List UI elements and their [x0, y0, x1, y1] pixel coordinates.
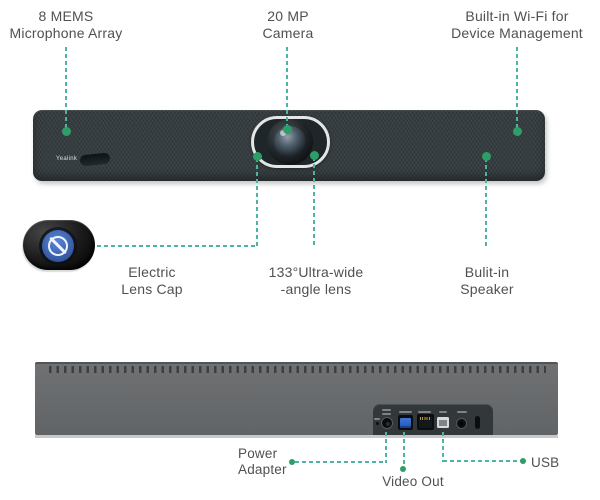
camera-lens-glint	[280, 130, 286, 136]
callout-wide-lens-line2: -angle lens	[280, 280, 352, 297]
video-out-usb-port-inner	[400, 418, 411, 428]
kensington-lock-slot	[475, 416, 480, 429]
dc-power-jack-pin	[385, 421, 390, 426]
callout-lens-cap-label: Electric Lens Cap	[64, 264, 240, 297]
callout-usb-label: USB	[531, 455, 560, 470]
leader-line-power-horizontal	[295, 461, 387, 463]
callout-wifi-line1: Built-in Wi-Fi for	[465, 8, 569, 24]
callout-camera-line1: 20 MP	[267, 8, 309, 24]
callout-wide-lens-line1: 133°Ultra-wide	[268, 264, 364, 280]
callout-wifi-label: Built-in Wi-Fi for Device Management	[427, 8, 600, 41]
usb-a-port-inner	[439, 419, 447, 426]
leader-line-camera	[286, 47, 288, 127]
leader-line-power-vertical	[385, 432, 387, 463]
port-label-mark	[382, 412, 391, 415]
leader-line-lens-cap-horizontal	[97, 245, 257, 247]
leader-line-lens-cap-vertical	[256, 158, 258, 246]
port-label-mark	[418, 410, 431, 413]
leader-line-speaker	[485, 158, 487, 248]
port-label-mark	[374, 418, 380, 420]
brand-logo: Yealink	[56, 156, 78, 162]
callout-speaker-line1: Bulit-in	[464, 264, 510, 280]
endpoint-dot-wifi	[513, 127, 522, 136]
endpoint-dot-mic	[62, 127, 71, 136]
callout-camera-line2: Camera	[262, 24, 314, 41]
callout-speaker-line2: Speaker	[460, 280, 514, 297]
callout-mic-line2: Microphone Array	[9, 24, 123, 41]
callout-lens-cap-line2: Lens Cap	[121, 280, 183, 297]
leader-line-wide-lens	[313, 157, 315, 248]
endpoint-dot-camera	[283, 125, 292, 134]
leader-line-usb-vertical	[442, 432, 444, 462]
callout-power-line2: Adapter	[238, 462, 287, 477]
ethernet-port-pins	[420, 417, 431, 420]
audio-jack-hole	[460, 422, 463, 425]
callout-mic-line1: 8 MEMS	[38, 8, 94, 24]
leader-line-wifi	[516, 47, 518, 129]
endpoint-dot-usb	[520, 458, 526, 464]
callout-power-line1: Power	[238, 446, 278, 461]
port-label-mark	[399, 411, 412, 413]
port-label-mark	[382, 409, 391, 411]
leader-line-mic	[65, 47, 67, 129]
endpoint-dot-wide-lens	[310, 151, 319, 160]
callout-camera-label: 20 MP Camera	[200, 8, 376, 41]
port-label-mark	[439, 411, 447, 413]
callout-video-out-label: Video Out	[382, 474, 444, 489]
leader-line-usb-horizontal	[443, 460, 522, 462]
callout-power-adapter-label: Power Adapter	[238, 446, 348, 478]
endpoint-dot-speaker	[482, 152, 491, 161]
callout-lens-cap-line1: Electric	[128, 264, 176, 280]
endpoint-dot-power	[289, 459, 295, 465]
reset-pinhole	[376, 422, 379, 425]
callout-mic-array-label: 8 MEMS Microphone Array	[0, 8, 154, 41]
ethernet-port-inner	[419, 417, 432, 428]
callout-wifi-line2: Device Management	[451, 24, 583, 41]
ventilation-slots	[49, 366, 546, 373]
leader-line-video-out	[403, 432, 405, 468]
prohibition-icon	[48, 236, 68, 256]
rear-base-strip	[35, 435, 558, 438]
callout-wide-lens-label: 133°Ultra-wide -angle lens	[228, 264, 404, 297]
endpoint-dot-video-out	[400, 466, 406, 472]
port-label-mark	[457, 411, 467, 413]
endpoint-dot-lens-cap-mount	[253, 152, 262, 161]
callout-speaker-label: Bulit-in Speaker	[399, 264, 575, 297]
